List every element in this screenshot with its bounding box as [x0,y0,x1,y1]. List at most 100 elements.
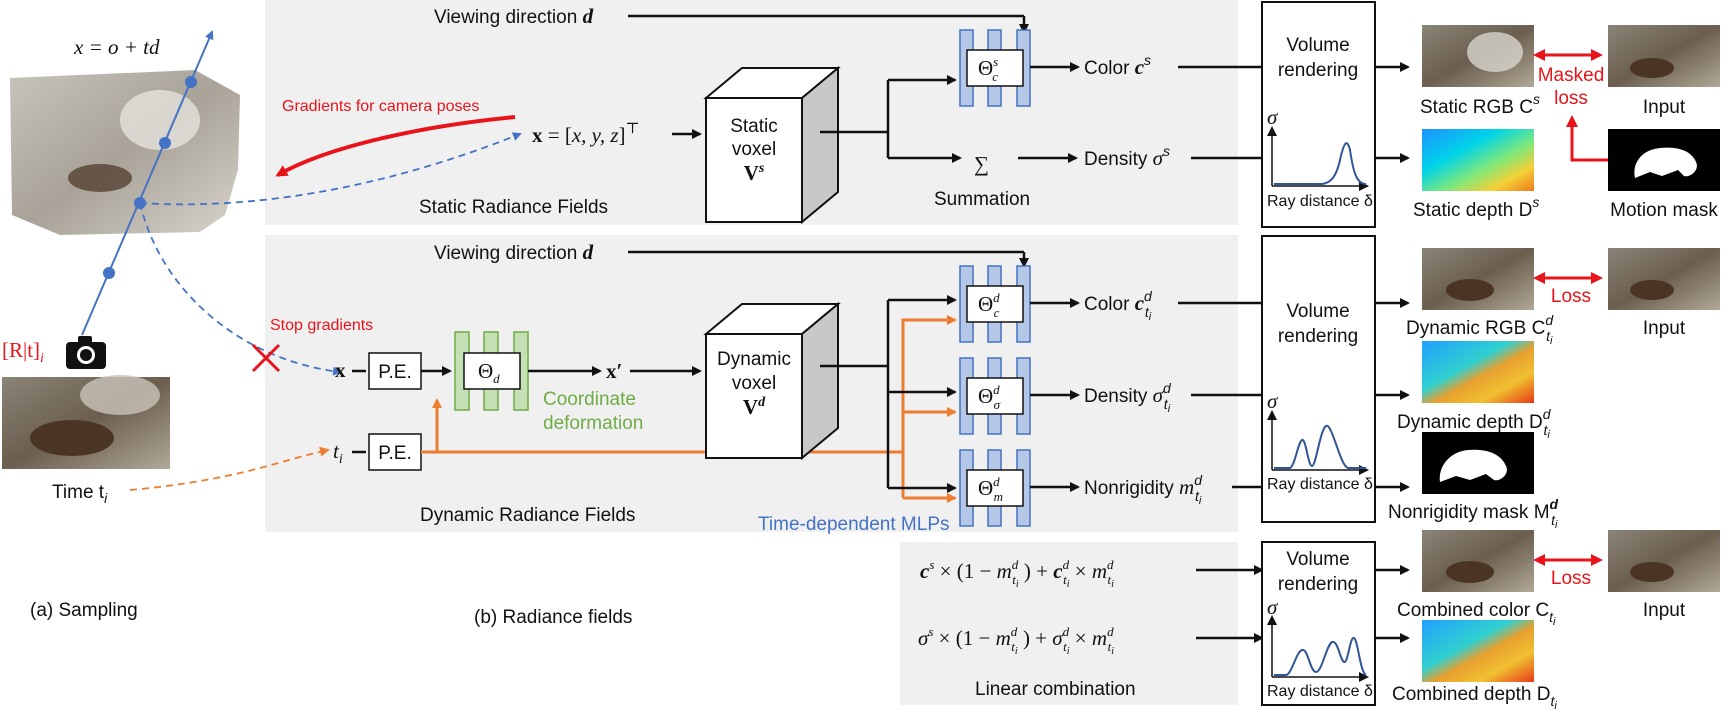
static-voxel-cube: Static voxel Vs [703,65,841,225]
svg-text:rendering: rendering [1278,60,1358,81]
motion-mask-label: Motion mask [1610,200,1718,221]
sampling-caption: (a) Sampling [30,600,138,621]
time-label: Time ti [52,482,108,506]
ray-distance-label: Ray distance δ [1267,476,1373,493]
svg-text:Θd: Θd [478,359,500,386]
dynamic-loss-label: Loss [1551,286,1591,307]
point-cloud-image [10,70,240,235]
density-curve-static [1274,142,1367,185]
dynamic-rgb-image [1422,248,1534,310]
input-image-static [1608,25,1720,87]
input-label: Input [1643,97,1686,118]
masked-loss-label: loss [1554,88,1588,109]
deformation-label: Coordinate [543,389,636,410]
svg-text:Θdσ: Θdσ [978,382,1001,412]
sigma-axis-label: σ [1267,595,1279,619]
sample-to-dynamic-dashed [139,202,342,376]
deformation-label: deformation [543,413,643,434]
dynamic-viewing-direction: Viewing direction d [434,240,594,264]
static-rgb-image [1422,25,1534,87]
stop-gradients-icon [251,343,281,373]
dynamic-panel-label: Dynamic Radiance Fields [420,505,635,526]
stop-gradients-label: Stop gradients [270,317,373,334]
input-label: Input [1643,600,1686,621]
masked-loss-label: Masked [1538,65,1605,86]
static-field: Viewing direction d x = [x, y, z]⊤ Stati… [419,4,1170,225]
sigma-axis-label: σ [1267,389,1279,413]
static-rgb-label: Static RGB Cs [1420,91,1540,118]
pe-label: P.E. [378,362,411,383]
static-viewing-direction: Viewing direction d [434,4,594,28]
combined-depth-image [1422,620,1534,682]
linear-panel [900,542,1238,705]
static-voxel-label: voxel [732,139,776,160]
static-depth-image [1422,129,1534,191]
camera-gradients-arrow [275,115,516,177]
static-panel-label: Static Radiance Fields [419,197,608,218]
svg-text:Θdm: Θdm [978,474,1003,504]
nonrigidity-mask-image [1422,432,1534,494]
density-curve-combined [1274,636,1367,676]
sigma-axis-label: σ [1267,105,1279,129]
input-frame-image [2,375,170,469]
dynamic-voxel-cube: Dynamic voxel Vd [703,301,841,461]
input-image-combined [1608,530,1720,592]
pe-label: P.E. [378,443,411,464]
camera-pose-label: [R|t]i [2,338,44,366]
x-prime-label: x′ [606,359,622,383]
dynamic-t-input: ti [333,439,343,467]
static-depth-label: Static depth Ds [1413,194,1539,221]
static-point-label: x = [x, y, z]⊤ [532,121,640,147]
svg-text:Θsc: Θsc [978,54,998,84]
static-volume-rendering: Volume rendering σ Ray distance δ [1261,1,1376,228]
sampling-section: x = o + td [R|t]i Time ti (a) Sampling [2,30,240,621]
deformation-mlp: Θd [454,331,529,411]
time-mlps-label: Time-dependent MLPs [758,514,950,535]
combined-color-label: Combined color Cti [1397,600,1556,628]
mask-to-loss-arrow [1566,115,1608,162]
dynamic-voxel-label: voxel [732,373,776,394]
svg-text:Θdc: Θdc [978,290,1000,320]
input-label: Input [1643,318,1686,339]
svg-text:Volume: Volume [1286,301,1349,322]
combined-loss-label: Loss [1551,568,1591,589]
summation-label: Summation [934,189,1030,210]
sample-point [185,76,197,88]
linear-panel-label: Linear combination [975,679,1136,700]
dynamic-field: Viewing direction d x P.E. ti P.E. Θd Co… [333,240,1203,535]
ray-distance-label: Ray distance δ [1267,683,1373,700]
ray-distance-label: Ray distance δ [1267,193,1373,210]
input-image-dynamic [1608,248,1720,310]
svg-text:Volume: Volume [1286,549,1349,570]
camera-gradients-label: Gradients for camera poses [282,98,479,115]
summation-symbol: ∑ [974,152,989,176]
svg-text:Volume: Volume [1286,35,1349,56]
dynamic-depth-image [1422,341,1534,403]
dynamic-voxel-symbol: Vd [743,395,766,419]
pe-box-x [368,352,422,390]
ray-equation: x = o + td [73,35,160,59]
combined-depth-label: Combined depth Dti [1392,684,1557,710]
static-voxel-symbol: Vs [744,161,765,185]
radiance-fields-caption: (b) Radiance fields [474,607,632,628]
camera-icon [66,336,106,369]
sample-point [159,137,171,149]
time-to-dynamic-dashed [129,446,330,491]
dynamic-volume-rendering: Volume rendering σ Ray distance δ [1261,235,1376,523]
svg-text:rendering: rendering [1278,326,1358,347]
dynamic-x-input: x [335,358,346,382]
motion-mask-image [1608,129,1720,191]
combined-volume-rendering: Volume rendering σ Ray distance δ [1261,541,1376,706]
sample-point [103,267,115,279]
